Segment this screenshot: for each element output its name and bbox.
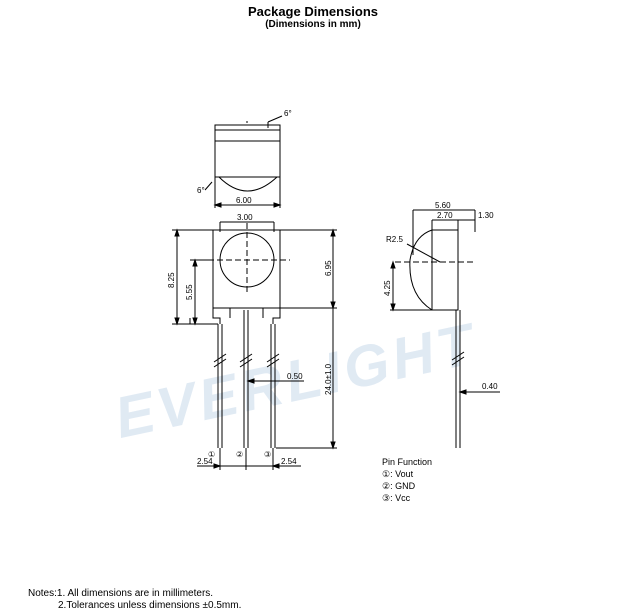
height-right-label: 6.95 bbox=[324, 260, 333, 276]
side-body-depth-label: 2.70 bbox=[437, 211, 453, 220]
height-left-label: 8.25 bbox=[167, 272, 176, 288]
top-view bbox=[204, 115, 283, 208]
side-view bbox=[390, 209, 500, 448]
angle-top-label: 6° bbox=[284, 109, 292, 118]
pitch-right-label: 2.54 bbox=[281, 457, 297, 466]
top-width-label: 6.00 bbox=[236, 196, 252, 205]
pin-function-item: ①: Vout bbox=[382, 469, 414, 479]
side-lens-height-label: 4.25 bbox=[383, 280, 392, 296]
page-title: Package Dimensions bbox=[247, 4, 379, 19]
pin-function-title: Pin Function bbox=[382, 457, 433, 467]
side-lens-protrusion-label: 1.30 bbox=[478, 211, 494, 220]
note-line-2: 2.Tolerances unless dimensions ±0.5mm. bbox=[58, 600, 242, 611]
page-subtitle: (Dimensions in mm) bbox=[265, 19, 361, 30]
lens-offset-label: 5.55 bbox=[185, 284, 194, 300]
lens-width-label: 3.00 bbox=[237, 213, 253, 222]
side-total-depth-label: 5.60 bbox=[435, 201, 451, 210]
angle-left-label: 6° bbox=[197, 186, 205, 195]
lead-length-label: 24.0±1.0 bbox=[324, 363, 333, 395]
pin-function-item: ③: Vcc bbox=[382, 493, 411, 503]
pitch-left-label: 2.54 bbox=[197, 457, 213, 466]
pin-marker-1: ① bbox=[208, 450, 215, 459]
pin-marker-2: ② bbox=[236, 450, 243, 459]
pin-marker-3: ③ bbox=[264, 450, 271, 459]
note-line-1: Notes:1. All dimensions are in millimete… bbox=[28, 588, 214, 599]
lead-width-label: 0.50 bbox=[287, 372, 303, 381]
radius-label: R2.5 bbox=[386, 235, 403, 244]
front-view bbox=[172, 221, 337, 470]
lead-thickness-label: 0.40 bbox=[482, 382, 498, 391]
pin-function-item: ②: GND bbox=[382, 481, 416, 491]
notes: Notes:1. All dimensions are in millimete… bbox=[28, 588, 241, 612]
